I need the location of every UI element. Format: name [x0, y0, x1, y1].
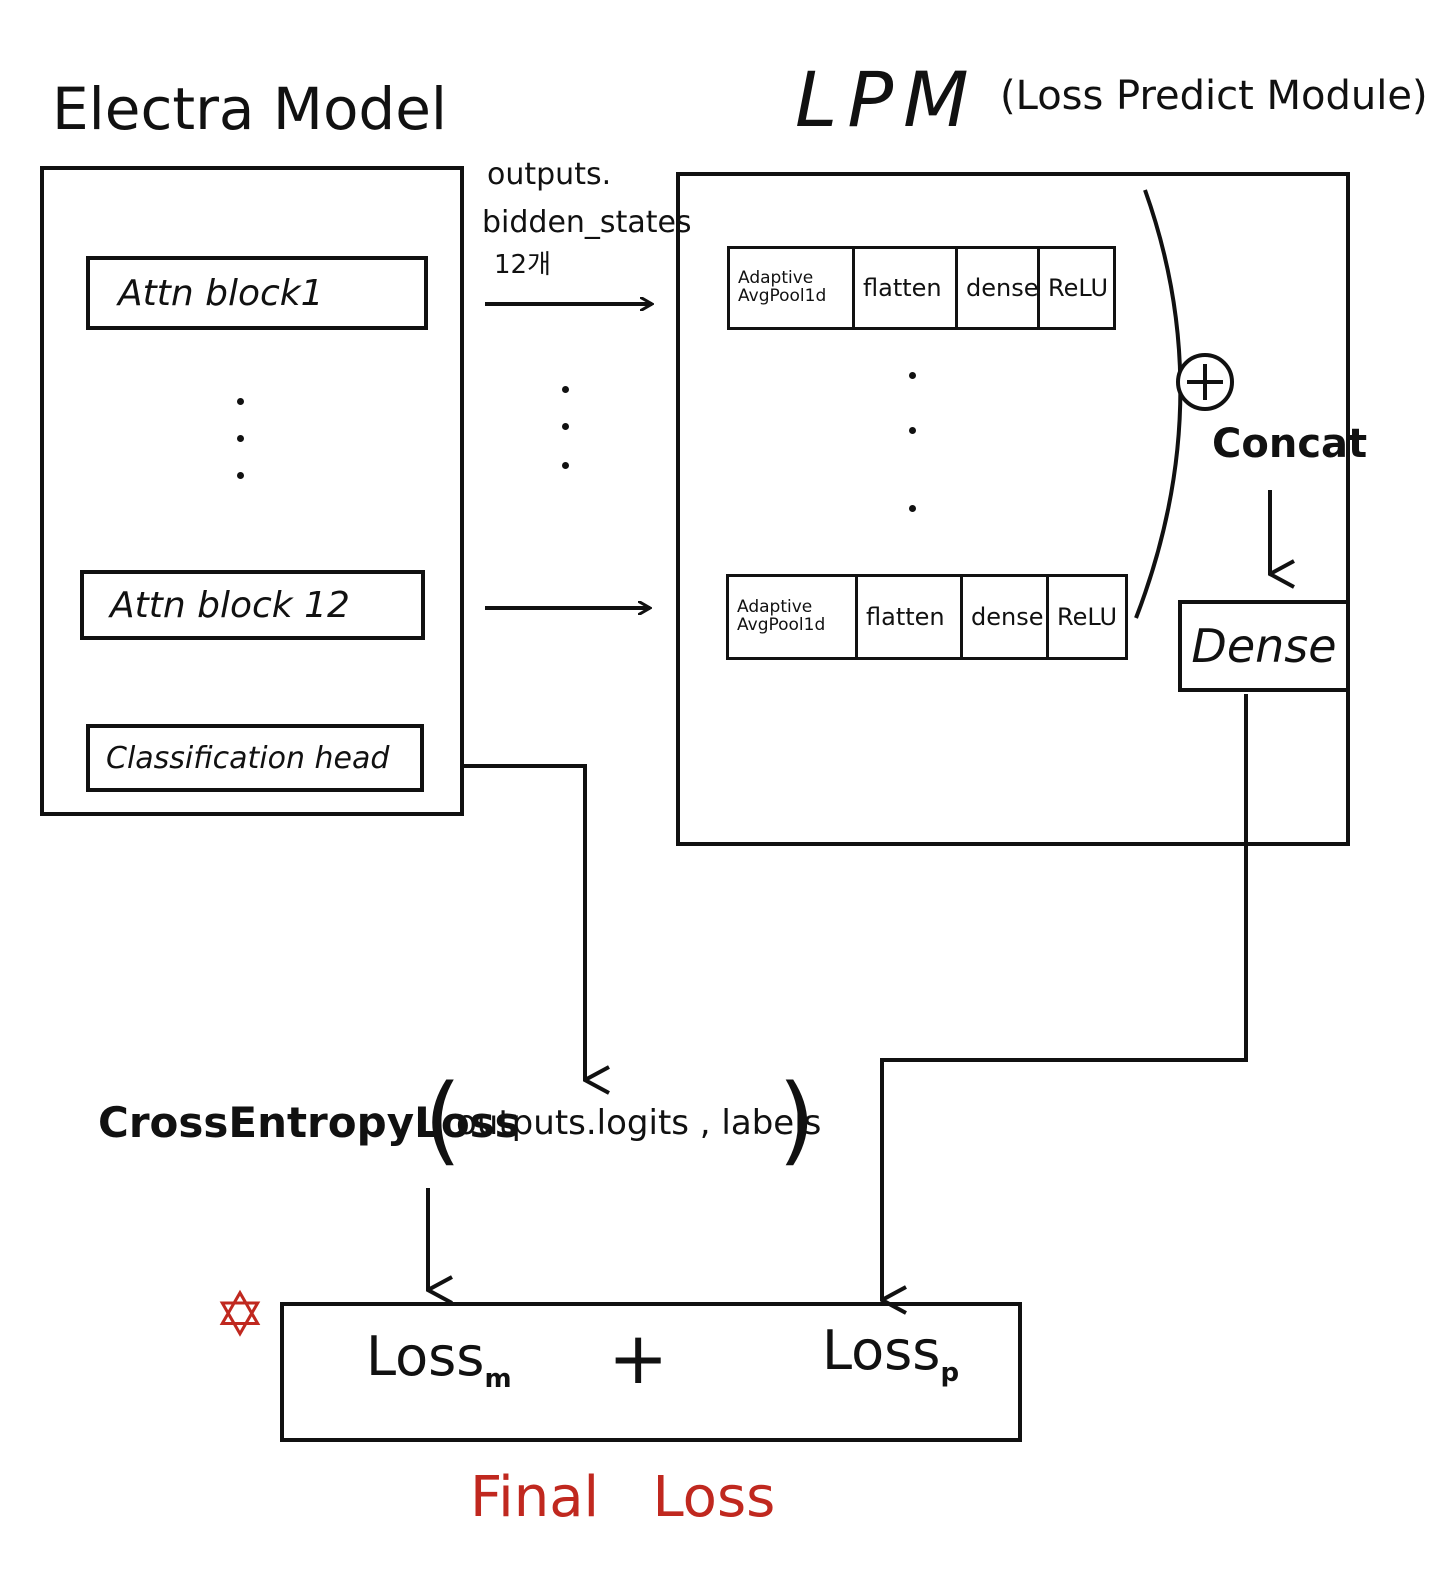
attn-block-1: Attn block1	[86, 256, 428, 330]
final-loss-box	[280, 1302, 1022, 1442]
ce-close-paren: )	[778, 1064, 816, 1176]
lpm-title: LPM	[795, 55, 979, 144]
ellipsis-dot	[909, 372, 916, 379]
lpm-cell-relu: ReLU	[1048, 274, 1109, 302]
star-icon: ✡	[214, 1278, 266, 1351]
arrow-head-to-ce	[463, 764, 585, 1080]
electra-title: Electra Model	[52, 75, 448, 143]
lpm-dense-box: Dense	[1178, 600, 1350, 692]
ellipsis-dot	[562, 423, 569, 430]
lpm-cell-flatten: flatten	[855, 249, 958, 327]
lpm-row-1: Adaptive AvgPool1d flatten dense ReLU	[727, 246, 1116, 330]
lpm-cell-relu: ReLU	[1057, 603, 1118, 631]
ellipsis-dot	[237, 472, 244, 479]
ce-open-paren: (	[424, 1064, 462, 1176]
concat-bracket-curve	[1134, 189, 1183, 619]
loss-p-subscript: p	[940, 1357, 960, 1388]
lpm-cell-pool: Adaptive AvgPool1d	[730, 249, 855, 327]
ellipsis-dot	[909, 505, 916, 512]
attn-block-12: Attn block 12	[80, 570, 425, 640]
ce-func: CrossEntropyLoss	[98, 1098, 520, 1147]
lpm-row-12: Adaptive AvgPool1d flatten dense ReLU	[726, 574, 1128, 660]
loss-p-label: Loss	[822, 1319, 941, 1382]
hidden-states-line3: 12개	[494, 250, 552, 280]
lpm-cell-dense: dense	[963, 577, 1049, 657]
ce-args: outputs.logits , labels	[456, 1103, 822, 1143]
concat-label: Concat	[1212, 421, 1368, 467]
loss-m-label: Loss	[366, 1325, 485, 1388]
ellipsis-dot	[237, 435, 244, 442]
plus-sign: +	[608, 1316, 669, 1400]
hidden-states-line2: bidden_states	[482, 205, 692, 240]
classification-head-label: Classification head	[106, 740, 390, 776]
ellipsis-dot	[562, 386, 569, 393]
loss-m: Lossm	[366, 1330, 512, 1392]
attn-block-12-label: Attn block 12	[110, 584, 350, 626]
lpm-cell-flatten: flatten	[858, 577, 963, 657]
ellipsis-dot	[562, 462, 569, 469]
arrow-dense-to-lossp	[880, 694, 1248, 1300]
lpm-cell-dense: dense	[958, 249, 1040, 327]
lpm-subtitle: (Loss Predict Module)	[1000, 73, 1428, 119]
attn-block-1-label: Attn block1	[118, 272, 324, 314]
ellipsis-dot	[909, 427, 916, 434]
lpm-box	[676, 172, 1350, 846]
lpm-cell-pool: Adaptive AvgPool1d	[729, 577, 858, 657]
ellipsis-dot	[237, 398, 244, 405]
loss-m-subscript: m	[484, 1363, 512, 1394]
final-loss-label: Final Loss	[470, 1465, 776, 1530]
classification-head: Classification head	[86, 724, 424, 792]
hidden-states-line1: outputs.	[487, 157, 612, 192]
electra-model-box	[40, 166, 464, 816]
lpm-dense-label: Dense	[1191, 619, 1337, 673]
loss-p: Lossp	[822, 1324, 959, 1386]
